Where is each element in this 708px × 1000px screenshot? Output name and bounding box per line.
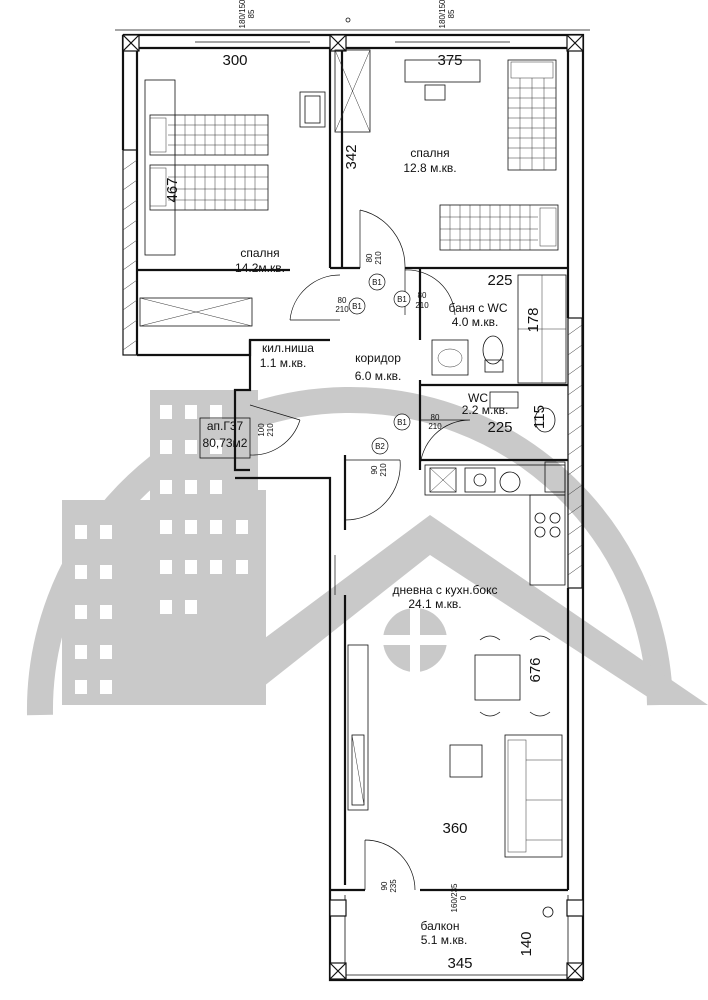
room-name: кил.ниша (262, 341, 314, 355)
apartment-area: 80,73м2 (203, 436, 248, 450)
svg-text:B1: B1 (352, 302, 362, 311)
bed-4 (439, 204, 559, 251)
room-balcony: балкон 5.1 м.кв. (421, 919, 468, 947)
svg-text:180/150: 180/150 (438, 0, 447, 28)
apartment-id: ап.Г37 (207, 419, 244, 433)
svg-text:0: 0 (459, 895, 468, 900)
right-wall-hatch (567, 317, 583, 589)
svg-text:210: 210 (428, 422, 442, 431)
room-name: дневна с кухн.бокс (393, 583, 498, 597)
door-tag-b1-1: B1 80 210 (365, 251, 386, 291)
svg-text:85: 85 (447, 9, 456, 18)
svg-text:210: 210 (335, 305, 349, 314)
room-area: 24.1 м.кв. (408, 597, 461, 611)
svg-text:B1: B1 (397, 418, 407, 427)
room-name: баня с WC (448, 301, 507, 315)
room-name: спалня (410, 146, 449, 160)
dim-140: 140 (518, 931, 535, 956)
room-storage: кил.ниша 1.1 м.кв. (260, 341, 315, 370)
svg-text:90: 90 (370, 465, 379, 474)
svg-text:80: 80 (365, 253, 374, 262)
svg-text:85: 85 (247, 9, 256, 18)
columns (122, 34, 584, 980)
dim-375: 375 (437, 52, 462, 69)
svg-text:235: 235 (389, 879, 398, 893)
svg-text:210: 210 (415, 301, 429, 310)
dim-115: 115 (531, 405, 548, 429)
door-tag-b1-4: B1 80 210 (393, 413, 442, 431)
svg-text:210: 210 (266, 423, 275, 437)
watermark-round-window (381, 606, 449, 674)
door-tag-b1-2: B1 80 210 (335, 296, 366, 315)
room-wc: WC 2.2 м.кв. (462, 391, 509, 417)
svg-text:210: 210 (379, 463, 388, 477)
bed-3 (507, 59, 557, 171)
room-area: 2.2 м.кв. (462, 403, 509, 417)
dim-676: 676 (527, 657, 544, 682)
svg-text:90: 90 (380, 881, 389, 890)
dim-225-top: 225 (487, 272, 512, 289)
dimension-labels: 300 375 342 467 225 178 225 115 676 360 … (164, 52, 548, 972)
room-corridor: коридор 6.0 м.кв. (355, 351, 402, 383)
svg-text:B1: B1 (397, 295, 407, 304)
dim-300: 300 (222, 52, 247, 69)
furniture (139, 49, 567, 918)
svg-text:80: 80 (431, 413, 440, 422)
door-tag-b1-3: B1 80 210 (393, 290, 429, 310)
room-area: 12.8 м.кв. (403, 161, 456, 175)
door-tags: B1 80 210 B1 80 210 B1 80 210 B1 80 210 … (335, 251, 442, 477)
watermark-windows (75, 405, 248, 694)
room-living: дневна с кухн.бокс 24.1 м.кв. (393, 583, 498, 611)
room-area: 14.2м.кв. (235, 261, 285, 275)
room-area: 5.1 м.кв. (421, 933, 468, 947)
room-name: коридор (355, 351, 401, 365)
dim-225-bottom: 225 (487, 419, 512, 436)
small-marks: 180/150 85 180/150 85 100 210 90 235 160… (238, 0, 468, 912)
room-bedroom-2: спалня 12.8 м.кв. (403, 146, 456, 175)
room-area: 1.1 м.кв. (260, 356, 307, 370)
bed-1 (149, 114, 269, 156)
apartment-tag: ап.Г37 80,73м2 (199, 417, 251, 459)
dim-345: 345 (447, 955, 472, 972)
room-area: 4.0 м.кв. (452, 315, 499, 329)
svg-text:180/150: 180/150 (238, 0, 247, 28)
svg-text:B2: B2 (375, 442, 385, 451)
svg-text:100: 100 (257, 423, 266, 437)
watermark-logo (26, 386, 708, 716)
svg-text:160/235: 160/235 (450, 883, 459, 912)
dim-467: 467 (164, 177, 181, 202)
room-bathroom: баня с WC 4.0 м.кв. (448, 301, 507, 329)
doors (249, 209, 471, 891)
room-bedroom-1: спалня 14.2м.кв. (235, 246, 285, 275)
bed-2 (149, 164, 269, 211)
svg-text:B1: B1 (372, 278, 382, 287)
svg-text:80: 80 (338, 296, 347, 305)
room-name: балкон (421, 919, 460, 933)
dim-360: 360 (442, 820, 467, 837)
door-tag-b2: B2 90 210 (370, 437, 389, 477)
dim-178: 178 (525, 307, 542, 332)
svg-text:80: 80 (418, 291, 427, 300)
windows (115, 17, 590, 960)
room-area: 6.0 м.кв. (355, 369, 402, 383)
dim-342: 342 (343, 144, 360, 169)
room-name: спалня (240, 246, 279, 260)
room-labels: спалня 14.2м.кв. спалня 12.8 м.кв. баня … (199, 146, 509, 947)
svg-text:210: 210 (374, 251, 383, 265)
left-wall-hatch (122, 149, 138, 356)
room-name: WC (468, 391, 488, 405)
